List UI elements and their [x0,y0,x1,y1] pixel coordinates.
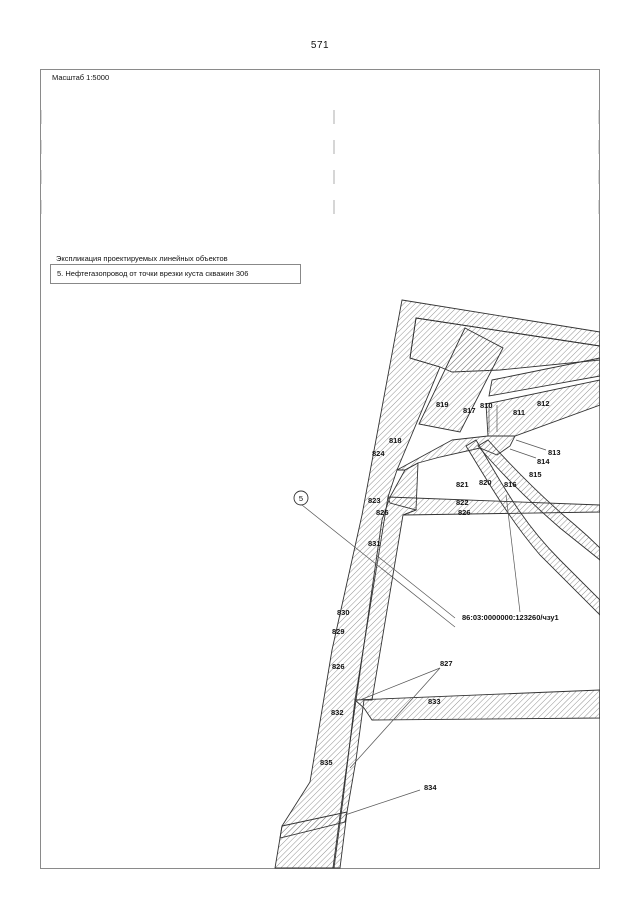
right-wedge [485,379,600,437]
diagonal-block [418,327,504,433]
grid-lines [40,110,600,230]
point-label: 814 [537,457,550,466]
legend-item: 5. Нефтегазопровод от точки врезки куста… [50,264,301,284]
point-label: 832 [331,708,344,717]
point-label: 827 [440,659,453,668]
point-label: 833 [428,697,441,706]
point-label: 813 [548,448,561,457]
callout-marker: 5 [299,494,303,503]
scale-label: Масштаб 1:5000 [52,73,110,82]
pipeline-corridor [465,439,600,616]
point-label: 830 [337,608,350,617]
point-labels: 810 811 812 813 814 815 816 817 818 819 … [320,399,561,792]
point-label: 818 [389,436,402,445]
strip-822 [387,496,600,516]
point-label: 815 [529,470,542,479]
point-label: 834 [424,783,437,792]
point-label: 811 [513,408,525,417]
legend-item-marker: 5. [57,269,64,278]
upper-right-band [488,357,600,397]
point-label: 820 [479,478,492,487]
point-label: 819 [436,400,449,409]
point-label: 816 [504,480,517,489]
callout-circle [293,490,309,506]
map-features [274,299,600,869]
legend-item-text: Нефтегазопровод от точки врезки куста ск… [65,269,249,278]
point-label: 812 [537,399,550,408]
point-label: 824 [372,449,385,458]
point-label: 835 [320,758,333,767]
point-label: 822 [456,498,469,507]
pipeline-corridor-2 [477,439,600,561]
point-label: 831 [368,539,381,548]
cadastral-label: 86:03:0000000:123260/чзу1 [462,613,559,622]
point-label: 821 [456,480,469,489]
point-label: 817 [463,406,476,415]
sheet-frame [40,69,600,869]
point-label: 823 [368,496,381,505]
point-label: 810 [480,401,493,410]
lower-tie [279,811,348,839]
legend-title: Экспликация проектируемых линейных объек… [56,254,228,263]
point-label: 826 [332,662,345,671]
leader-lines [301,405,547,816]
point-label: 825 [376,508,389,517]
point-label: 829 [332,627,345,636]
point-label: 826 [458,508,471,517]
page-number: 571 [310,40,330,51]
strip-833 [353,689,600,721]
